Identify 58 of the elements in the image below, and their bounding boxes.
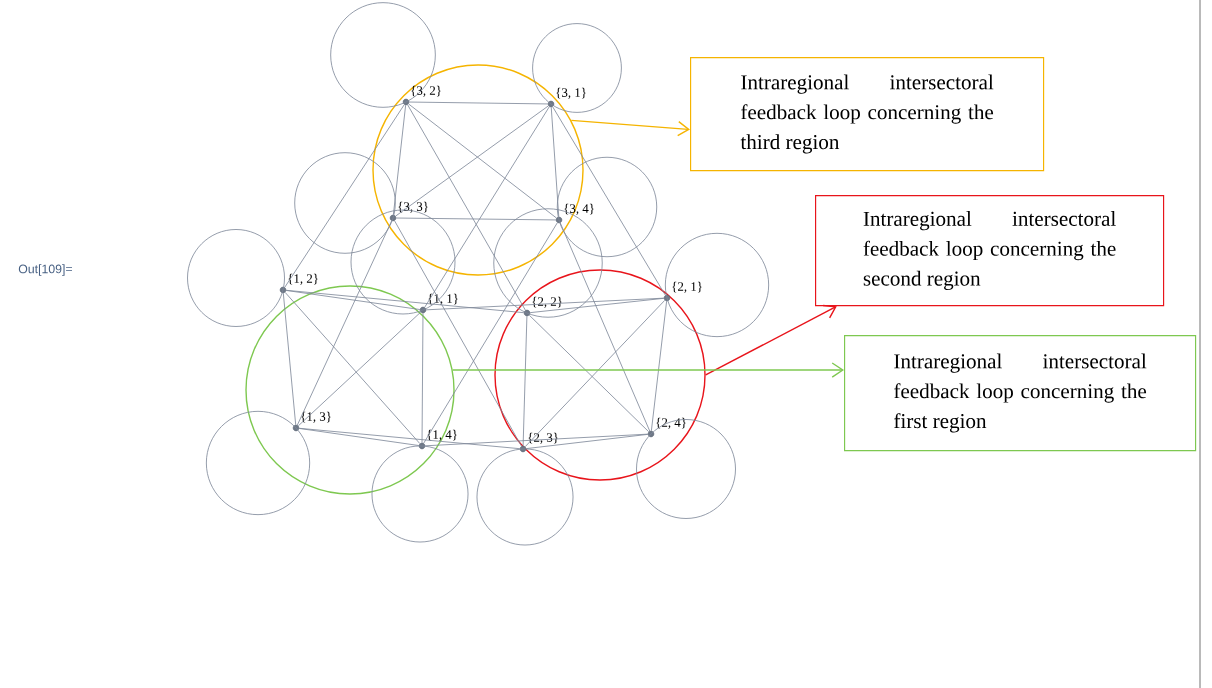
graph-edge [408, 101, 549, 105]
graph-edge [298, 427, 521, 450]
graph-edge [285, 289, 525, 314]
vertex-label: {3, 1} [556, 87, 586, 99]
graph-edge [424, 433, 649, 447]
graph-edge [650, 300, 668, 432]
graph-edge [552, 106, 666, 296]
callout-arrow [570, 119, 690, 137]
graph-edge [421, 312, 424, 444]
graph-edge [284, 104, 405, 288]
self-loop [371, 445, 469, 543]
vertex-label: {2, 4} [656, 417, 686, 429]
self-loop [532, 23, 622, 113]
graph-edge [524, 299, 666, 448]
vertex-label: {2, 1} [672, 281, 702, 293]
vertex-label: {3, 2} [411, 85, 441, 97]
self-loop [350, 209, 456, 315]
graph-edge [395, 217, 557, 221]
vertex-label: {3, 3} [398, 201, 428, 213]
self-loop [205, 410, 311, 516]
self-loop [476, 448, 574, 546]
graph-edge [559, 222, 651, 432]
self-loop [294, 152, 396, 254]
callout-box: Intraregional intersectoral feedback loop concerning the second region [815, 195, 1165, 307]
callout-box: Intraregional intersectoral feedback loop concerning the first region [844, 335, 1197, 452]
graph-edge [425, 297, 665, 311]
graph-edge [522, 315, 528, 447]
callout-arrow [705, 304, 837, 376]
callout-box: Intraregional intersectoral feedback loop concerning the third region [690, 57, 1045, 172]
vertex-label: {1, 1} [428, 293, 458, 305]
output-prompt: Out[109]= [18, 264, 72, 276]
graph-edge [284, 291, 421, 445]
self-loop [330, 2, 436, 108]
graph-edge [550, 106, 560, 218]
callout-arrow [452, 362, 844, 378]
graph-edge [392, 104, 407, 216]
vertex-label: {1, 4} [427, 429, 457, 441]
graph-edge [394, 220, 522, 447]
vertex-label: {1, 2} [288, 273, 318, 285]
graph-edge [408, 103, 557, 219]
self-loop [664, 232, 770, 338]
graph-edge [282, 292, 297, 426]
graph-edge [528, 314, 650, 433]
self-loop [556, 156, 658, 258]
region-circle [372, 64, 584, 276]
self-loop [636, 419, 736, 519]
region-circle [494, 269, 706, 481]
vertex-label: {2, 3} [528, 432, 558, 444]
graph-edge [297, 311, 422, 427]
graph-edge [423, 222, 558, 444]
graph-edge [395, 105, 549, 217]
self-loop [187, 229, 285, 327]
graph-edge [407, 104, 526, 311]
vertex-label: {1, 3} [301, 411, 331, 423]
graph-edge [296, 220, 393, 426]
vertex-label: {2, 2} [532, 296, 562, 308]
self-loop [493, 208, 603, 318]
graph-edge [424, 106, 550, 308]
